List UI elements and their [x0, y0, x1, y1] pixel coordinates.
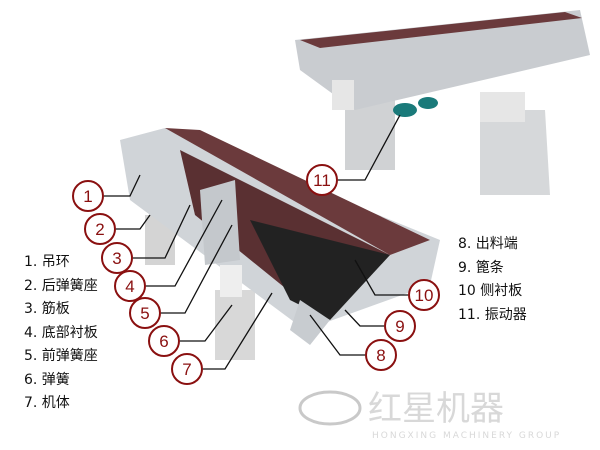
legend-item: 7. 机体 [24, 395, 70, 411]
callout-6: 6 [148, 325, 180, 357]
legend-item: 8. 出料端 [458, 236, 518, 252]
spring [220, 265, 242, 297]
callout-10: 10 [408, 279, 440, 311]
watermark-logo: 红星机器 HONGXING MACHINERY GROUP [298, 389, 561, 441]
callout-5: 5 [129, 297, 161, 329]
callout-number: 4 [125, 277, 134, 296]
svg-text:HONGXING MACHINERY GROUP: HONGXING MACHINERY GROUP [372, 431, 561, 441]
legend-item: 5. 前弹簧座 [24, 348, 98, 364]
legend-right: 8. 出料端 9. 篦条 10 侧衬板 11. 振动器 [458, 233, 527, 327]
callout-number: 3 [112, 249, 121, 268]
callout-2: 2 [84, 213, 116, 245]
callout-number: 11 [313, 171, 331, 190]
callout-4: 4 [114, 270, 146, 302]
callout-number: 2 [95, 220, 104, 239]
legend-left: 1. 吊环 2. 后弹簧座 3. 筋板 4. 底部衬板 5. 前弹簧座 6. 弹… [24, 251, 98, 416]
callout-7: 7 [171, 353, 203, 385]
callout-3: 3 [101, 242, 133, 274]
callout-number: 5 [140, 304, 149, 323]
legend-item: 11. 振动器 [458, 306, 527, 323]
legend-item: 9. 篦条 [458, 259, 504, 276]
callout-number: 9 [395, 317, 404, 336]
spring [480, 92, 525, 122]
callout-number: 10 [415, 286, 434, 305]
callout-9: 9 [384, 310, 416, 342]
legend-item: 3. 筋板 [24, 301, 70, 317]
rear-view-feeder [295, 10, 590, 195]
callout-number: 1 [83, 187, 92, 206]
legend-item: 10 侧衬板 [458, 283, 523, 299]
legend-item: 2. 后弹簧座 [24, 277, 98, 294]
spring [332, 80, 354, 110]
svg-text:红星机器: 红星机器 [368, 389, 504, 429]
callout-number: 7 [182, 360, 191, 379]
legend-item: 4. 底部衬板 [24, 324, 98, 341]
legend-item: 1. 吊环 [24, 254, 70, 270]
callout-11: 11 [306, 164, 338, 196]
grate-bars [250, 220, 390, 320]
callout-8: 8 [365, 339, 397, 371]
leader-lines [104, 114, 408, 370]
side-liner [165, 128, 430, 255]
callout-number: 6 [159, 332, 168, 351]
rib-plate [200, 180, 240, 265]
legend-item: 6. 弹簧 [24, 371, 70, 388]
callout-1: 1 [72, 180, 104, 212]
vibrator [393, 103, 417, 117]
front-view-feeder [120, 128, 440, 360]
callout-number: 8 [376, 346, 385, 365]
